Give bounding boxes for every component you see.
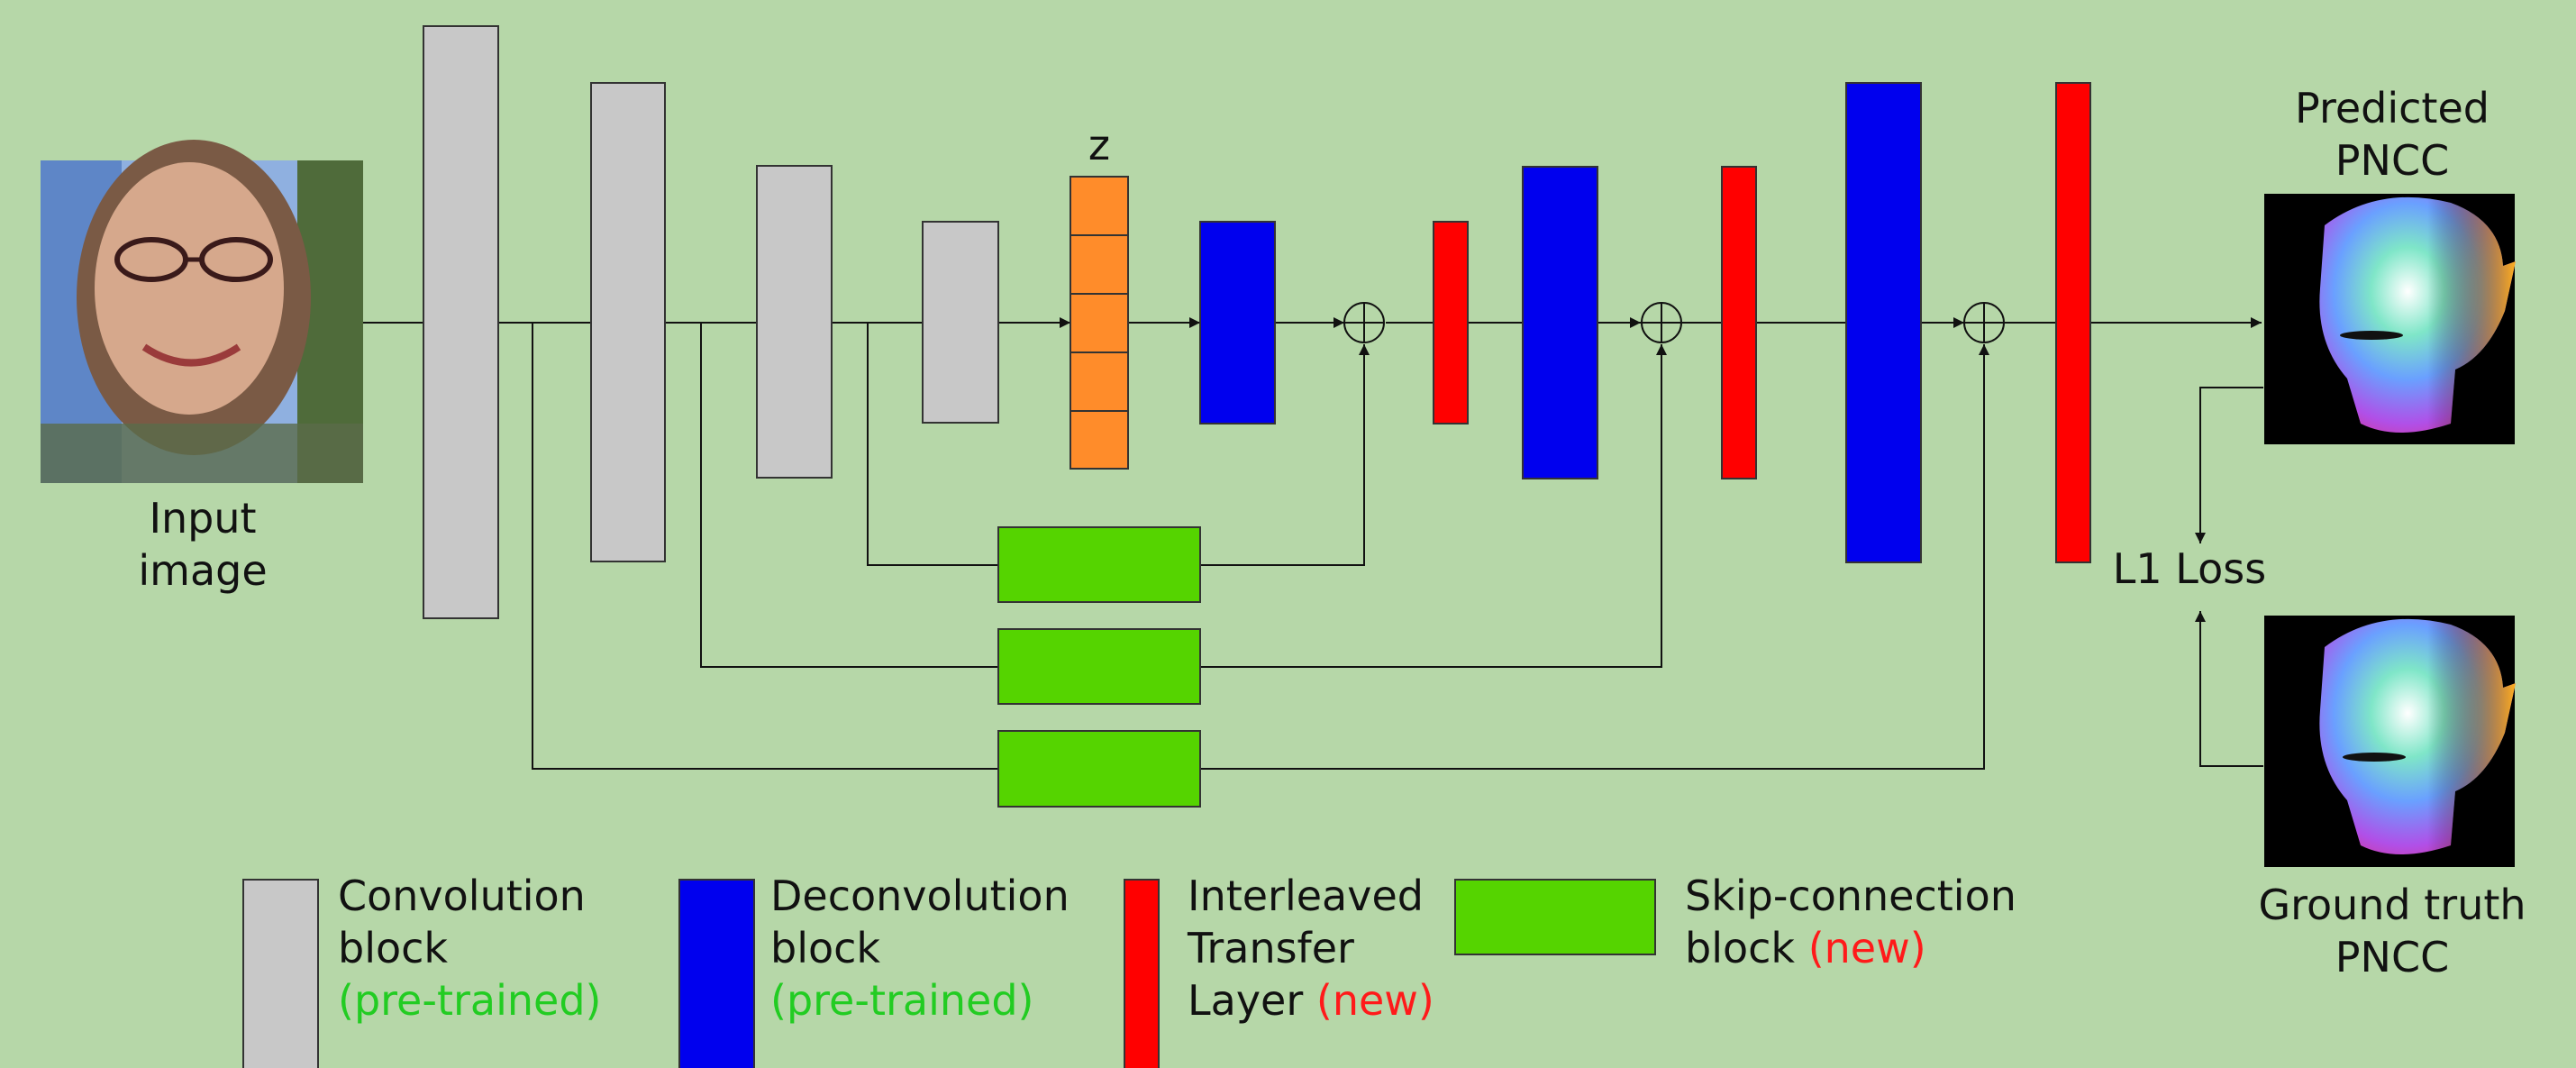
predicted-pncc-label: Predicted PNCC xyxy=(2295,84,2490,185)
skip-block-3 xyxy=(997,730,1201,808)
ground-truth-pncc-label: Ground truth PNCC xyxy=(2258,881,2526,981)
deconv-block-2 xyxy=(1522,166,1598,479)
legend-deconv-tag: (pre-trained) xyxy=(770,976,1034,1025)
deconv-block-1 xyxy=(1199,221,1276,424)
skip-block-1 xyxy=(997,526,1201,603)
skip-connection-lines xyxy=(532,323,2263,770)
sum-node-1 xyxy=(1343,302,1385,343)
legend-swatch-deconv xyxy=(678,879,755,1068)
l1-loss-label: L1 Loss xyxy=(2112,544,2267,593)
latent-z xyxy=(1070,176,1129,470)
legend-swatch-conv xyxy=(242,879,319,1068)
legend-skip-tag: (new) xyxy=(1807,924,1926,972)
input-image-label: Input image xyxy=(138,494,268,595)
sum-node-3 xyxy=(1963,302,2005,343)
itl-1 xyxy=(1433,221,1469,424)
itl-3 xyxy=(2055,82,2091,563)
conv-block-2 xyxy=(590,82,666,562)
conv-block-4 xyxy=(922,221,999,424)
deconv-block-3 xyxy=(1845,82,1922,563)
input-image xyxy=(41,140,363,483)
legend-swatch-skip xyxy=(1454,879,1656,955)
skip-block-2 xyxy=(997,628,1201,705)
itl-2 xyxy=(1721,166,1757,479)
legend-conv-tag: (pre-trained) xyxy=(338,976,602,1025)
conv-block-1 xyxy=(423,25,499,619)
ground-truth-pncc-image xyxy=(2264,616,2516,867)
legend-swatch-itl xyxy=(1124,879,1160,1068)
sum-nodes xyxy=(1343,302,2005,343)
encoder xyxy=(423,25,999,619)
predicted-pncc-image xyxy=(2264,194,2516,444)
legend-conv-text: Convolution block (pre-trained) xyxy=(338,872,602,1025)
sum-node-2 xyxy=(1641,302,1682,343)
conv-block-3 xyxy=(756,165,833,479)
skip-blocks xyxy=(997,526,1201,808)
legend-skip-text: Skip-connection block (new) xyxy=(1685,872,2016,972)
latent-z-label: z xyxy=(1088,121,1111,169)
legend-itl-tag: (new) xyxy=(1315,976,1434,1025)
legend-itl-text: Interleaved Transfer Layer (new) xyxy=(1188,872,1434,1025)
legend-deconv-text: Deconvolution block (pre-trained) xyxy=(770,872,1070,1025)
decoder xyxy=(1199,82,2091,563)
legend-swatches xyxy=(242,879,1656,1068)
